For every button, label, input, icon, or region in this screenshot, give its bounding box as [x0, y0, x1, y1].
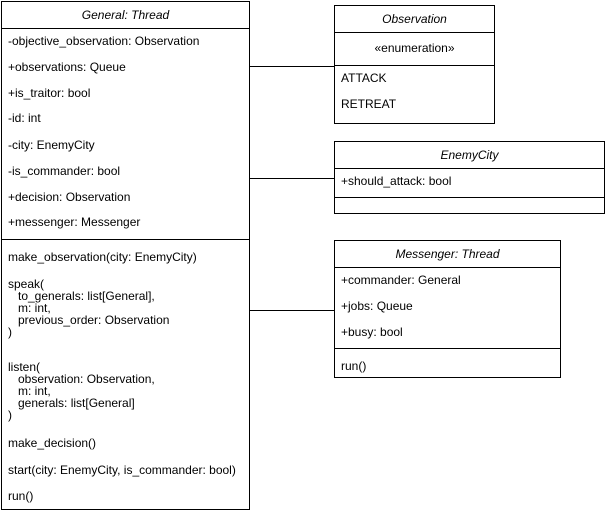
observation-separator: [335, 65, 494, 66]
observation-value-attack: ATTACK: [341, 71, 387, 85]
general-attr-decision: +decision: Observation: [8, 190, 131, 204]
general-attr-is-commander: -is_commander: bool: [8, 164, 121, 178]
observation-enum[interactable]: Observation «enumeration» ATTACK RETREAT: [334, 5, 495, 124]
observation-value-retreat: RETREAT: [341, 97, 397, 111]
enemycity-attr-should-attack: +should_attack: bool: [341, 174, 452, 188]
general-separator: [2, 239, 249, 240]
general-method-make-decision: make_decision(): [8, 436, 97, 450]
general-class-title: General: Thread: [2, 2, 249, 29]
general-method-run: run(): [8, 489, 34, 503]
general-method-start: start(city: EnemyCity, is_commander: boo…: [8, 463, 236, 477]
general-attr-messenger: +messenger: Messenger: [8, 215, 141, 229]
messenger-attr-busy: +busy: bool: [341, 325, 403, 339]
general-attr-city: -city: EnemyCity: [8, 138, 95, 152]
general-method-make-observation: make_observation(city: EnemyCity): [8, 250, 197, 264]
general-messenger-connector: [249, 310, 334, 311]
messenger-class[interactable]: Messenger: Thread +commander: General +j…: [334, 240, 561, 378]
general-enemycity-connector: [249, 178, 334, 179]
messenger-class-title: Messenger: Thread: [335, 241, 560, 268]
enemycity-class-title: EnemyCity: [335, 142, 604, 169]
messenger-attr-jobs: +jobs: Queue: [341, 299, 413, 313]
enemycity-separator: [335, 197, 604, 198]
general-observation-connector: [249, 66, 334, 67]
observation-enum-title: Observation: [335, 6, 494, 33]
general-method-speak: speak( to_generals: list[General], m: in…: [8, 277, 170, 339]
messenger-separator: [335, 348, 560, 349]
general-attr-is-traitor: +is_traitor: bool: [8, 86, 91, 100]
general-class[interactable]: General: Thread -objective_observation: …: [1, 1, 250, 510]
general-attr-id: -id: int: [8, 111, 41, 125]
enemycity-class[interactable]: EnemyCity +should_attack: bool: [334, 141, 605, 214]
messenger-attr-commander: +commander: General: [341, 273, 461, 287]
messenger-method-run: run(): [341, 359, 367, 373]
general-method-listen: listen( observation: Observation, m: int…: [8, 360, 155, 422]
general-attr-objective-observation: -objective_observation: Observation: [8, 34, 200, 48]
observation-stereotype: «enumeration»: [374, 41, 455, 55]
general-attr-observations: +observations: Queue: [8, 60, 126, 74]
